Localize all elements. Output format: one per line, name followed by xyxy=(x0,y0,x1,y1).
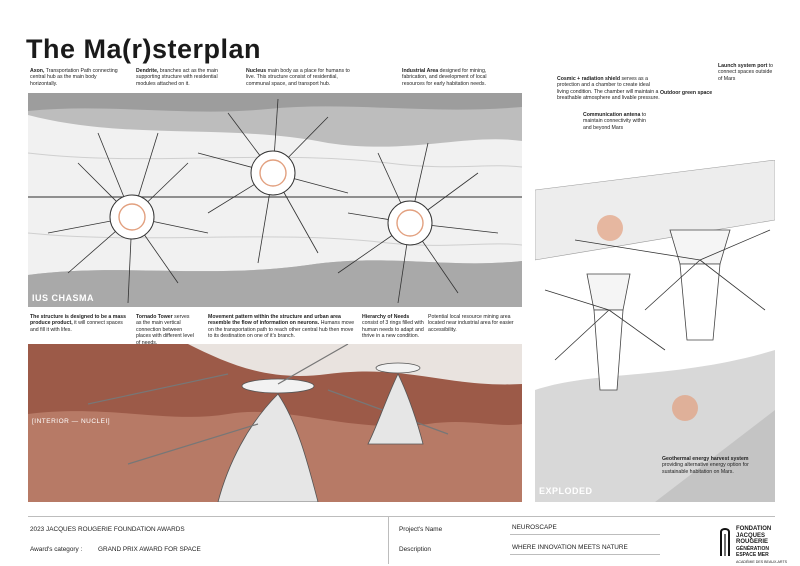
plan-panel: IUS CHASMA xyxy=(28,93,522,307)
footer-description-label: Description xyxy=(399,546,431,553)
footer-description-value: WHERE INNOVATION MEETS NATURE xyxy=(512,544,628,551)
annotation-nucleus: Nucleus main body as a place for humans … xyxy=(246,68,350,87)
exploded-panel: EXPLODED xyxy=(535,160,775,502)
interior-panel: [INTERIOR — NUCLEI] xyxy=(28,344,522,502)
exploded-label: EXPLODED xyxy=(539,486,593,496)
annotation-mining-area: Potential local resource mining area loc… xyxy=(428,314,514,333)
logo-line-1: FONDATION xyxy=(736,526,772,532)
plan-drawing xyxy=(28,93,522,307)
footer-divider xyxy=(28,516,775,517)
interior-drawing xyxy=(28,344,522,502)
footer-project-label: Project's Name xyxy=(399,526,443,533)
logo-text: FONDATION JACQUES ROUGERIE GÉNÉRATION ES… xyxy=(736,526,788,566)
annotation-hierarchy: Hierarchy of Needs consist of 3 rings fi… xyxy=(362,314,424,340)
footer-category-label: Award's category : xyxy=(30,546,83,553)
footer-project-underline xyxy=(510,534,660,535)
annotation-mass-produce: The structure is designed to be a mass p… xyxy=(30,314,126,333)
plan-label: IUS CHASMA xyxy=(32,293,95,303)
annotation-industrial-area: Industrial Area designed for mining, fab… xyxy=(402,68,487,87)
annotation-outdoor-green: Outdoor green space xyxy=(660,90,713,96)
annotation-cosmic-shield: Cosmic + radiation shield serves as a pr… xyxy=(557,76,660,102)
annotation-axon: Axon, Transportation Path connecting cen… xyxy=(30,68,118,87)
logo-mark-icon xyxy=(718,526,732,558)
page-title: The Ma(r)sterplan xyxy=(26,34,262,64)
exploded-drawing xyxy=(535,160,775,502)
footer-description-underline xyxy=(510,554,660,555)
annotation-tornado-tower: Tornado Tower serves as the main vertica… xyxy=(136,314,194,346)
logo-line-3: GÉNÉRATION ESPACE MER xyxy=(736,545,769,559)
footer-category-value: GRAND PRIX AWARD FOR SPACE xyxy=(98,546,201,553)
footer-project-value: NEUROSCAPE xyxy=(512,524,557,531)
annotation-communication: Communication antena to maintain connect… xyxy=(583,112,647,131)
logo-line-4: ACADÉMIE DES BEAUX-ARTS xyxy=(736,559,788,564)
foundation-logo: FONDATION JACQUES ROUGERIE GÉNÉRATION ES… xyxy=(718,526,788,564)
annotation-dendrite: Dendrite, branches act as the main suppo… xyxy=(136,68,218,87)
interior-label: [INTERIOR — NUCLEI] xyxy=(32,418,111,425)
annotation-movement-pattern: Movement pattern within the structure an… xyxy=(208,314,355,340)
footer-vertical-divider xyxy=(388,516,389,564)
annotation-geothermal: Geothermal energy harvest system providi… xyxy=(662,456,749,475)
annotation-launch-port: Launch system port to connect spaces out… xyxy=(718,63,774,82)
logo-line-2: JACQUES ROUGERIE xyxy=(736,532,769,546)
footer-awards: 2023 JACQUES ROUGERIE FOUNDATION AWARDS xyxy=(30,526,185,533)
